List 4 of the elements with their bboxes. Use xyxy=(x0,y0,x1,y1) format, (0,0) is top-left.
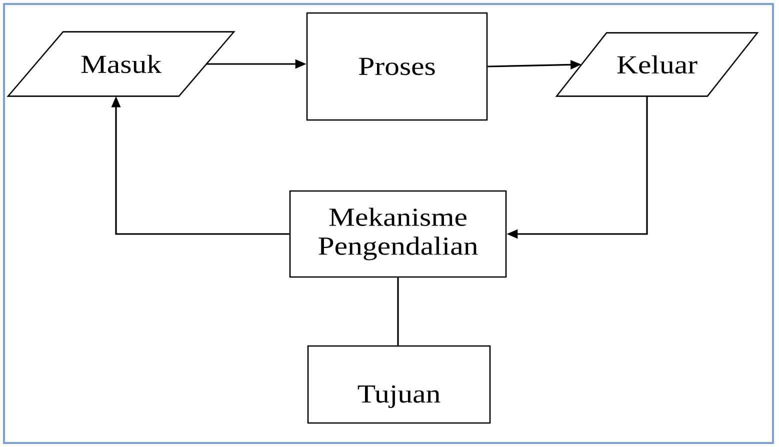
process-box: Proses xyxy=(306,12,488,121)
process-box: Tujuan xyxy=(307,345,491,424)
process-box: Mekanisme Pengendalian xyxy=(289,190,507,278)
connector-line xyxy=(397,278,399,346)
